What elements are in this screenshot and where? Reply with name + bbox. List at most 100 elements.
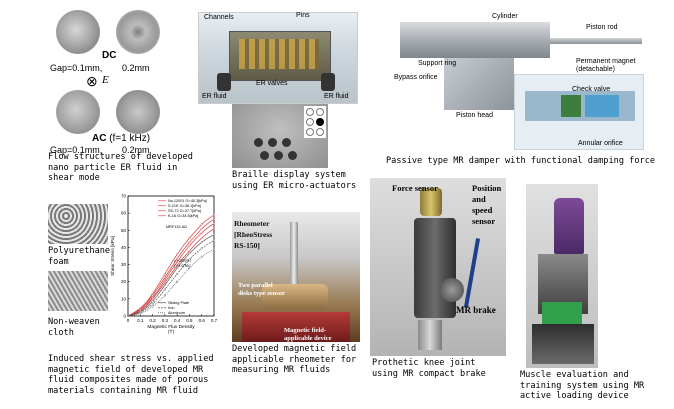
- series-point: [200, 247, 203, 250]
- series-point: [176, 253, 179, 256]
- ac-frequency: (f=1 kHz): [106, 133, 151, 144]
- seat-back: [554, 198, 584, 254]
- series-point: [163, 288, 166, 291]
- valve-right: [321, 73, 335, 91]
- pin-dot: [282, 138, 291, 147]
- plot-frame: [127, 195, 215, 317]
- grid-dot: [316, 128, 324, 136]
- legend-entry: S-21K G=38.1[kPa]: [168, 204, 201, 208]
- series-point: [200, 255, 203, 258]
- series-point: [188, 241, 191, 244]
- series-point: [212, 227, 215, 230]
- series-point: [163, 281, 166, 284]
- rheometer-photo: [232, 212, 360, 342]
- er-fluid-right-label: ER fluid: [324, 93, 349, 100]
- grid-dot: [306, 128, 314, 136]
- condition-label: f =1.0[Hz]: [174, 264, 191, 268]
- series-point: [151, 300, 154, 303]
- condition-label: γ =200[%]: [174, 259, 191, 263]
- x-tick-label: 0.5: [186, 318, 193, 323]
- x-tick-label: 0.4: [174, 318, 181, 323]
- composite-caption: Induced shear stress vs. applied magneti…: [48, 354, 214, 396]
- polyurethane-foam-photo: [48, 204, 108, 244]
- series-line: [127, 248, 215, 317]
- series-point: [200, 227, 203, 230]
- mr-brake-label: MR brake: [456, 305, 496, 315]
- knee-joint-photo: [370, 178, 506, 356]
- knee-top: [420, 188, 442, 216]
- damper-diagram: [514, 74, 644, 150]
- y-tick-label: 50: [121, 228, 127, 233]
- damper-cutaway-photo: [444, 58, 514, 110]
- series-point: [188, 258, 191, 261]
- y-tick-label: 30: [121, 262, 127, 267]
- ac-label: AC (f=1 kHz): [92, 133, 150, 144]
- ac-disc-gap-0-2: [116, 90, 160, 134]
- series-point: [176, 266, 179, 269]
- series-point: [188, 249, 191, 252]
- ac-gap-label-2: 0.2mm: [122, 145, 150, 155]
- legend-entry: SS-72 G=37.7[kPa]: [168, 209, 201, 213]
- series-line: [127, 214, 215, 317]
- series-point: [163, 278, 166, 281]
- x-tick-label: 0: [127, 318, 130, 323]
- series-point: [151, 297, 154, 300]
- pins-label: Pins: [296, 12, 310, 19]
- damper-photo: [400, 22, 550, 58]
- rheometer-label: Rheometer [RheoStress RS-150]: [234, 219, 273, 250]
- legend-entry: K-16 G=34.5[kPa]: [168, 214, 198, 218]
- dc-gap-label-1: Gap=0.1mm,: [50, 63, 103, 73]
- annular-orifice-label: Annular orifice: [578, 140, 623, 147]
- series-point: [212, 222, 215, 225]
- er-valves-label: ER valves: [256, 80, 288, 87]
- x-tick-label: 0.3: [162, 318, 169, 323]
- knee-foot: [418, 320, 442, 350]
- x-tick-label: 0.2: [149, 318, 156, 323]
- x-tick-label: 0.7: [211, 318, 218, 323]
- grid-dot: [306, 108, 314, 116]
- series-point: [163, 276, 166, 279]
- series-point: [176, 272, 179, 275]
- x-axis-label: Magnetic Flux Density: [147, 324, 195, 330]
- pin-dot: [260, 151, 269, 160]
- y-tick-label: 0: [123, 314, 126, 319]
- series-point: [176, 257, 179, 260]
- base-platform: [532, 324, 594, 364]
- series-line: [127, 223, 215, 317]
- y-tick-label: 20: [121, 279, 127, 284]
- ac-disc-gap-0-1: [56, 90, 100, 134]
- legend-entry: No.12001 G=45.3[kPa]: [168, 199, 207, 203]
- device-channels: [239, 39, 319, 69]
- channels-label: Channels: [204, 14, 234, 21]
- x-tick-label: 0.6: [199, 318, 206, 323]
- braille-dot-grid: [304, 106, 326, 138]
- field-direction-icon: ⊗: [86, 73, 98, 89]
- damper-rod: [550, 38, 642, 44]
- y-tick-label: 70: [121, 194, 127, 199]
- piston-rod-label: Piston rod: [586, 24, 618, 31]
- knee-frame: [414, 218, 456, 318]
- er-fluid-panel: DC Gap=0.1mm, 0.2mm ⊗ E AC (f=1 kHz) Gap…: [48, 6, 218, 174]
- x-tick-label: 0.1: [137, 318, 144, 323]
- permanent-magnet-label: Permanent magnet (detachable): [576, 58, 636, 73]
- knee-cable: [463, 238, 481, 308]
- series-point: [200, 241, 203, 244]
- legend-entry: Sliding Plate: [168, 301, 189, 305]
- series-line: [127, 240, 215, 317]
- series-point: [176, 264, 179, 267]
- series-point: [200, 237, 203, 240]
- foam-label: Polyurethane foam: [48, 246, 111, 267]
- diagram-magnet: [561, 95, 581, 117]
- field-e-label: E: [102, 74, 109, 86]
- bypass-orifice-label: Bypass orifice: [394, 74, 438, 81]
- er-fluid-caption: Flow structures of developed nano partic…: [48, 152, 193, 183]
- series-point: [212, 233, 215, 236]
- series-point: [127, 314, 130, 317]
- support-ring-label: Support ring: [418, 60, 457, 67]
- pin-dot: [274, 151, 283, 160]
- rheometer-caption: Developed magnetic field applicable rheo…: [232, 344, 357, 375]
- cylinder-label: Cylinder: [492, 13, 518, 20]
- braille-device-photo: [198, 12, 358, 104]
- knee-caption: Prothetic knee joint using MR compact br…: [372, 358, 486, 379]
